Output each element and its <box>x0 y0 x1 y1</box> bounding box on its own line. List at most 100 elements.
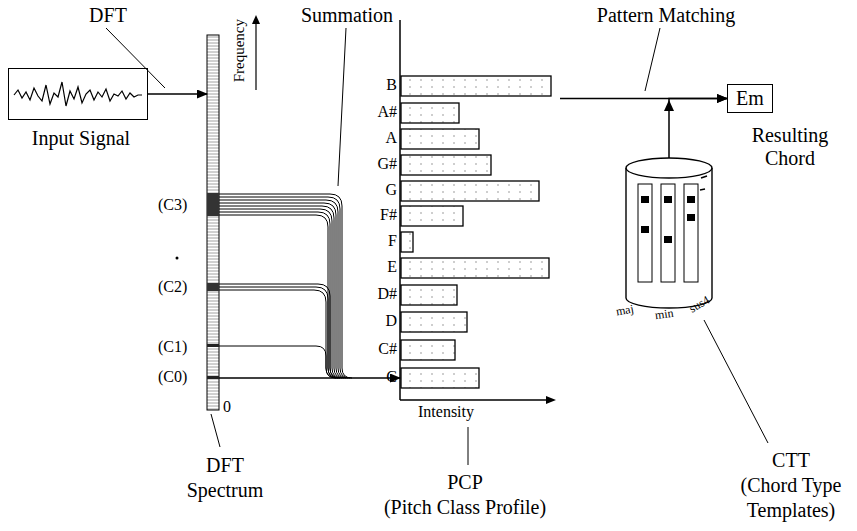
pcp-bars <box>401 103 459 123</box>
pitch-class: D# <box>377 285 397 303</box>
pcp-bars <box>401 76 551 96</box>
ctt-cylinder <box>661 184 675 282</box>
pitch-class: C# <box>378 340 397 358</box>
summation-lines <box>219 290 336 378</box>
ctt-cylinder <box>664 236 672 243</box>
template-label: min <box>654 307 674 323</box>
axis-label: Frequency <box>231 11 248 91</box>
pitch-class: A# <box>377 103 397 121</box>
pcp-axes <box>546 396 556 404</box>
ctt-cylinder <box>641 226 649 233</box>
pcp-bars <box>401 312 467 332</box>
spectrum-bar <box>207 193 219 216</box>
step-label: Summation <box>294 4 400 27</box>
spectrum-dot <box>176 257 179 260</box>
cylinder-area <box>625 158 713 306</box>
octave-label: (C1) <box>158 338 187 356</box>
ctt-database: CTT (Chord Type Templates) <box>620 158 852 530</box>
node-text: Em <box>736 87 764 109</box>
spectrum-area <box>207 35 219 410</box>
pitch-class: E <box>387 258 397 276</box>
summation-lines <box>219 203 346 378</box>
summation-lines <box>219 194 352 378</box>
pcp-bars <box>401 206 463 226</box>
node-text: CTT (Chord Type Templates) <box>732 448 850 523</box>
pcp-plot-area <box>400 20 560 400</box>
summation-lines <box>219 346 336 378</box>
ctt-cylinder <box>684 184 698 282</box>
pcp-bars <box>401 340 455 360</box>
spectrum-dot <box>176 257 179 260</box>
leader-lines <box>106 28 768 465</box>
pcp-bars <box>401 155 491 175</box>
template-label: maj <box>615 303 635 320</box>
pcp-bars <box>401 76 551 388</box>
ctt-cylinder <box>626 168 712 308</box>
pitch-class: F# <box>380 206 397 224</box>
octave-label: (C0) <box>158 368 187 386</box>
flow-arrow <box>148 93 207 95</box>
axis-origin: 0 <box>223 398 231 416</box>
node-text: DFT Spectrum <box>175 453 275 503</box>
spectrum-bar <box>207 35 219 410</box>
summation-lines <box>219 212 340 378</box>
ctt-cylinder <box>687 196 695 203</box>
summation-lines <box>219 200 348 378</box>
pitch-class: B <box>386 76 397 94</box>
chord-box: Em <box>727 84 773 113</box>
node-text: PCP (Pitch Class Profile) <box>360 470 570 520</box>
frequency-arrow <box>252 15 260 24</box>
spectrum-node: DFT Spectrum <box>175 35 275 520</box>
summation-lines <box>219 287 338 378</box>
flow-arrow <box>219 377 400 379</box>
summation-lines <box>219 197 350 378</box>
pcp-bars <box>401 232 413 252</box>
octave-label: (C2) <box>158 278 187 296</box>
ctt-cylinder <box>626 158 712 308</box>
pcp-bars <box>401 258 549 278</box>
pitch-class: C <box>386 368 397 386</box>
flow-arrow <box>669 99 727 159</box>
leader-lines <box>468 427 469 465</box>
ctt-cylinder <box>638 184 652 282</box>
leader-lines <box>211 414 220 447</box>
ctt-cylinder <box>641 196 649 203</box>
input-signal-box: Input Signal <box>8 66 154 158</box>
step-label: Pattern Matching <box>588 4 744 27</box>
spectrum-bar <box>207 35 219 410</box>
pitch-class: F <box>388 232 397 250</box>
pcp-bars <box>401 285 457 305</box>
ctt-cylinder <box>687 214 695 221</box>
pcp-axes <box>400 20 556 404</box>
result-caption: Resulting Chord <box>728 124 852 170</box>
pcp-bars <box>401 129 479 149</box>
waveform <box>14 82 142 106</box>
spectrum-bar <box>207 344 219 347</box>
axis-label: Intensity <box>418 403 474 421</box>
frequency-arrow <box>255 22 256 90</box>
ctt-cylinder <box>664 196 672 203</box>
summation-lines <box>219 209 342 378</box>
pcp-axes <box>400 399 548 401</box>
leader-lines <box>645 28 660 91</box>
spectrum-bar <box>207 283 219 291</box>
node-text: Input Signal <box>8 126 154 151</box>
leader-lines <box>338 28 346 186</box>
summation-lines <box>219 194 352 378</box>
ctt-cylinder <box>626 158 712 178</box>
octave-label: (C3) <box>158 196 187 214</box>
frequency-arrow <box>252 15 260 90</box>
summation-lines <box>219 215 338 378</box>
pitch-class: G# <box>377 155 397 173</box>
summation-lines <box>219 206 344 378</box>
summation-lines <box>219 284 340 378</box>
pcp-bars <box>401 181 539 201</box>
ctt-cylinder <box>701 176 707 178</box>
step-label: DFT <box>76 4 140 27</box>
pitch-class: D <box>385 312 397 330</box>
ctt-cylinder <box>700 189 705 190</box>
leader-lines <box>106 28 165 88</box>
